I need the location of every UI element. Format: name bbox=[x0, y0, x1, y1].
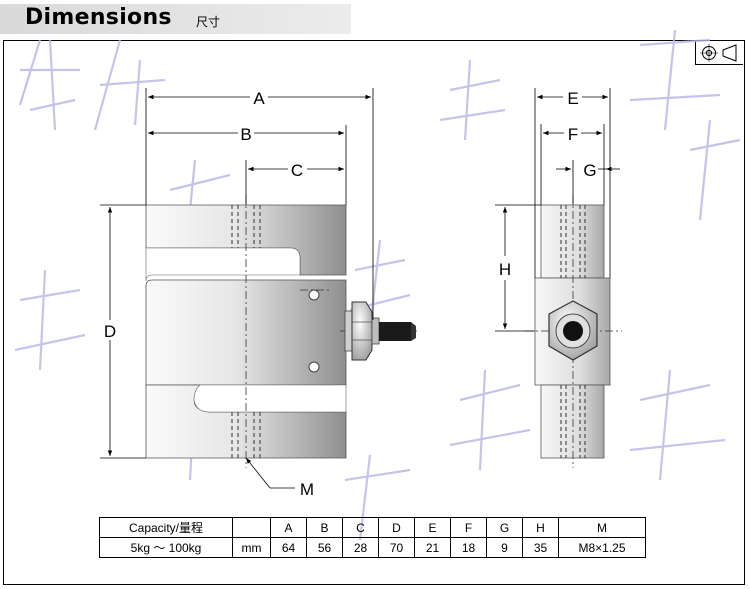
table-cell: 35 bbox=[522, 537, 559, 558]
watermark bbox=[14, 29, 741, 541]
table-cell: 21 bbox=[414, 537, 451, 558]
label-c: C bbox=[291, 161, 303, 180]
table-cell: 64 bbox=[270, 537, 307, 558]
table-header-cell: D bbox=[378, 517, 415, 538]
dimension-labels: A B C D E F G H M bbox=[104, 89, 597, 499]
table-cell: 5kg ～ 100kg bbox=[99, 537, 233, 558]
label-d: D bbox=[104, 322, 116, 341]
projection-symbol-icon bbox=[700, 44, 737, 62]
table-header-cell: B bbox=[306, 517, 343, 538]
label-e: E bbox=[567, 89, 578, 108]
side-view bbox=[525, 195, 622, 468]
table-header-cell: G bbox=[486, 517, 523, 538]
projection-symbol-box bbox=[695, 41, 743, 65]
label-h: H bbox=[499, 260, 511, 279]
table-header-row: Capacity/量程 A B C D E F G H M bbox=[99, 517, 646, 538]
header-band bbox=[0, 4, 351, 34]
side-dimensions bbox=[495, 88, 620, 332]
label-f: F bbox=[568, 125, 578, 144]
table-cell: 18 bbox=[450, 537, 487, 558]
table-header-cell: E bbox=[414, 517, 451, 538]
label-g: G bbox=[583, 161, 596, 180]
label-b: B bbox=[240, 125, 251, 144]
page-title: Dimensions bbox=[25, 5, 172, 30]
table-cell: M8×1.25 bbox=[558, 537, 646, 558]
table-header-cell: C bbox=[342, 517, 379, 538]
label-a: A bbox=[253, 89, 265, 108]
table-header-cell: Capacity/量程 bbox=[99, 517, 233, 538]
table-header-cell bbox=[232, 517, 271, 538]
table-cell: mm bbox=[232, 537, 271, 558]
spec-table: Capacity/量程 A B C D E F G H M 5kg ～ 100k… bbox=[99, 517, 646, 558]
table-row: 5kg ～ 100kg mm 64 56 28 70 21 18 9 35 M8… bbox=[99, 537, 646, 558]
table-cell: 70 bbox=[378, 537, 415, 558]
front-view bbox=[145, 195, 420, 468]
table-header-cell: F bbox=[450, 517, 487, 538]
table-header-cell: H bbox=[522, 517, 559, 538]
table-cell: 28 bbox=[342, 537, 379, 558]
table-cell: 9 bbox=[486, 537, 523, 558]
table-header-cell: A bbox=[270, 517, 307, 538]
table-cell: 56 bbox=[306, 537, 343, 558]
front-dimensions bbox=[100, 88, 374, 489]
label-m: M bbox=[300, 480, 314, 499]
drawing-frame bbox=[3, 40, 745, 585]
page-subtitle: 尺寸 bbox=[196, 15, 221, 29]
table-header-cell: M bbox=[558, 517, 646, 538]
